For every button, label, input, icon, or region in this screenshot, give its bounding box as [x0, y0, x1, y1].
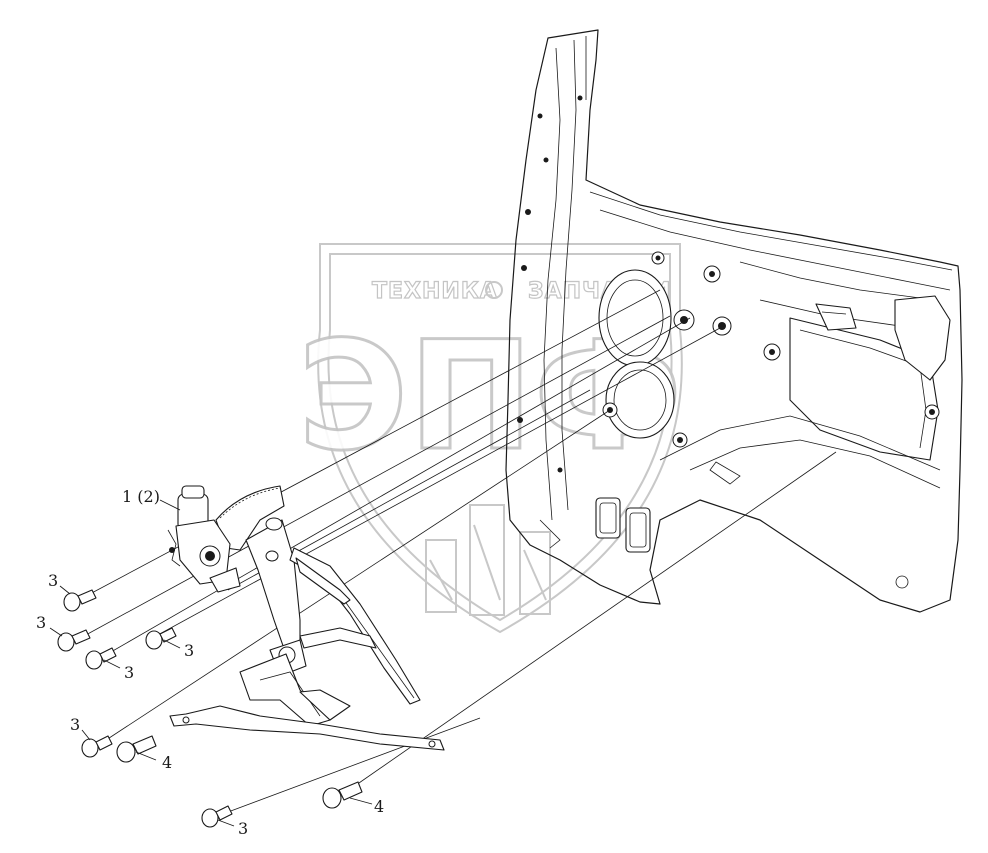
bolt-g [116, 735, 157, 763]
bolt-f [201, 805, 233, 828]
callout-leaders [49, 499, 373, 827]
callout-bolt-h: 4 [374, 797, 384, 816]
assembly-lines [83, 289, 837, 819]
callout-bolt-a: 3 [48, 571, 58, 590]
callout-labels: 1 (2) 3 3 3 3 3 3 4 4 [36, 487, 384, 838]
callout-bolt-d: 3 [184, 641, 194, 660]
callout-bolt-g: 4 [162, 753, 172, 772]
bolt-c [85, 647, 117, 670]
gear-icon [485, 281, 503, 299]
bolt-h [322, 781, 363, 809]
building-icon [425, 504, 551, 616]
watermark-left-word: ТЕХНИКА [372, 279, 498, 304]
bolts [57, 589, 363, 828]
bolt-d [145, 627, 177, 650]
callout-bolt-b: 3 [36, 613, 46, 632]
bolt-b [57, 629, 91, 652]
regulator-motor [167, 485, 241, 593]
bolt-e [81, 735, 113, 758]
callout-motor: 1 (2) [122, 487, 160, 506]
window-regulator [169, 485, 445, 751]
callout-bolt-e: 3 [70, 715, 80, 734]
callout-bolt-c: 3 [124, 663, 134, 682]
bolt-a [63, 589, 97, 612]
door-inner-panel [505, 29, 963, 613]
callout-bolt-f: 3 [238, 819, 248, 838]
